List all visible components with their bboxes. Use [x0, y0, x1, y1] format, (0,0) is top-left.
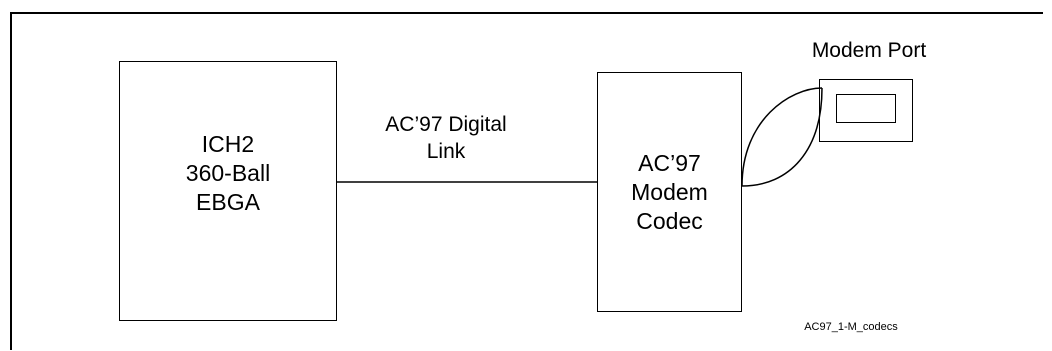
diagram-frame: [10, 12, 1043, 350]
ich2-label-line3: EBGA: [196, 189, 260, 215]
figure-id: AC97_1-M_codecs: [804, 321, 898, 333]
modem-codec-block: AC’97 Modem Codec: [597, 72, 742, 312]
codec-label-line1: AC’97: [638, 150, 701, 176]
port-cable-upper: [741, 87, 823, 187]
ich2-label: ICH2 360-Ball EBGA: [120, 130, 336, 217]
digital-link-label-line1: AC’97 Digital: [385, 113, 507, 136]
port-cable-lower: [741, 87, 823, 187]
modem-port-icon: [819, 79, 913, 142]
codec-label-line3: Codec: [636, 208, 703, 234]
ich2-label-line2: 360-Ball: [185, 160, 271, 186]
codec-label: AC’97 Modem Codec: [598, 149, 741, 236]
ich2-label-line1: ICH2: [201, 131, 255, 157]
modem-port-socket: [836, 94, 896, 123]
digital-link-label-line2: Link: [426, 140, 466, 163]
modem-port-label: Modem Port: [811, 39, 927, 62]
codec-label-line2: Modem: [631, 179, 708, 205]
digital-link-label: AC’97 Digital Link: [366, 111, 526, 165]
ich2-block: ICH2 360-Ball EBGA: [119, 61, 337, 321]
